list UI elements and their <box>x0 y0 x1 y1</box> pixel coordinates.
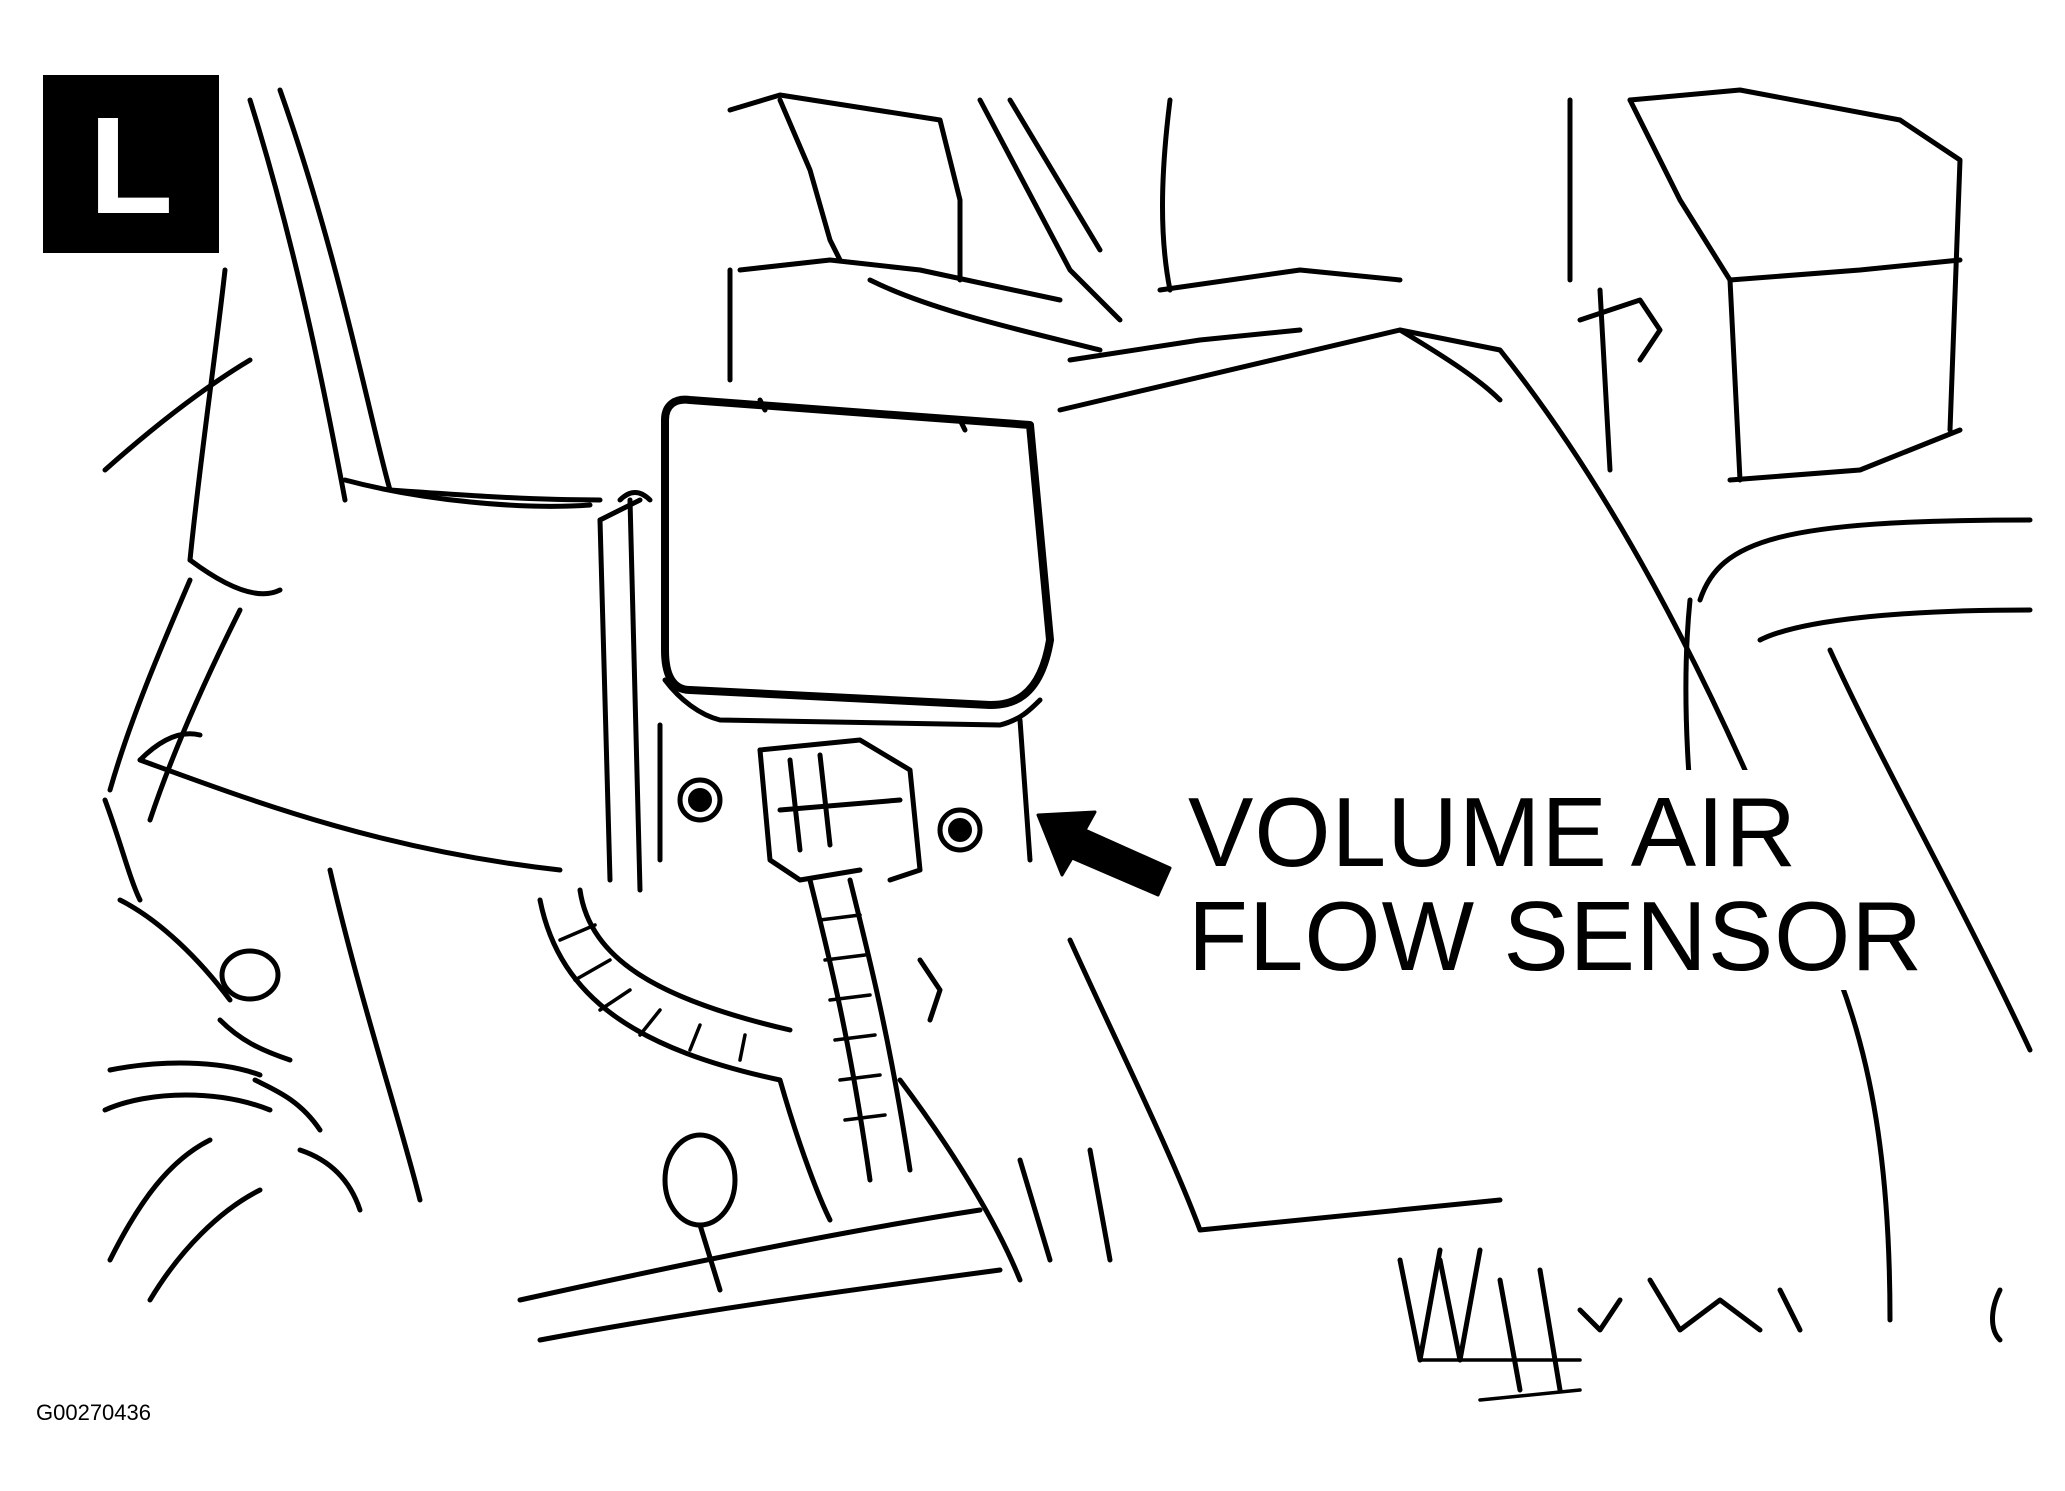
wiring-harness <box>537 877 1023 1293</box>
hose-clamp <box>102 897 363 1303</box>
callout-line-2: FLOW SENSOR <box>1188 881 1924 991</box>
callout-label: VOLUME AIR FLOW SENSOR <box>1188 780 1923 988</box>
intake-duct <box>137 477 1003 1343</box>
air-flow-sensor <box>597 395 1054 893</box>
section-letter: L <box>88 89 174 243</box>
section-badge: L <box>43 75 219 253</box>
lower-grille <box>1017 1147 1803 1402</box>
arrow-pointer-icon <box>1036 810 1172 897</box>
callout-line-1: VOLUME AIR <box>1188 777 1798 887</box>
figure-id: G00270436 <box>36 1400 151 1425</box>
upper-bracket <box>727 92 1403 383</box>
left-hose <box>102 87 393 903</box>
callout-background <box>1180 770 1880 990</box>
relay-box <box>1567 87 1963 483</box>
